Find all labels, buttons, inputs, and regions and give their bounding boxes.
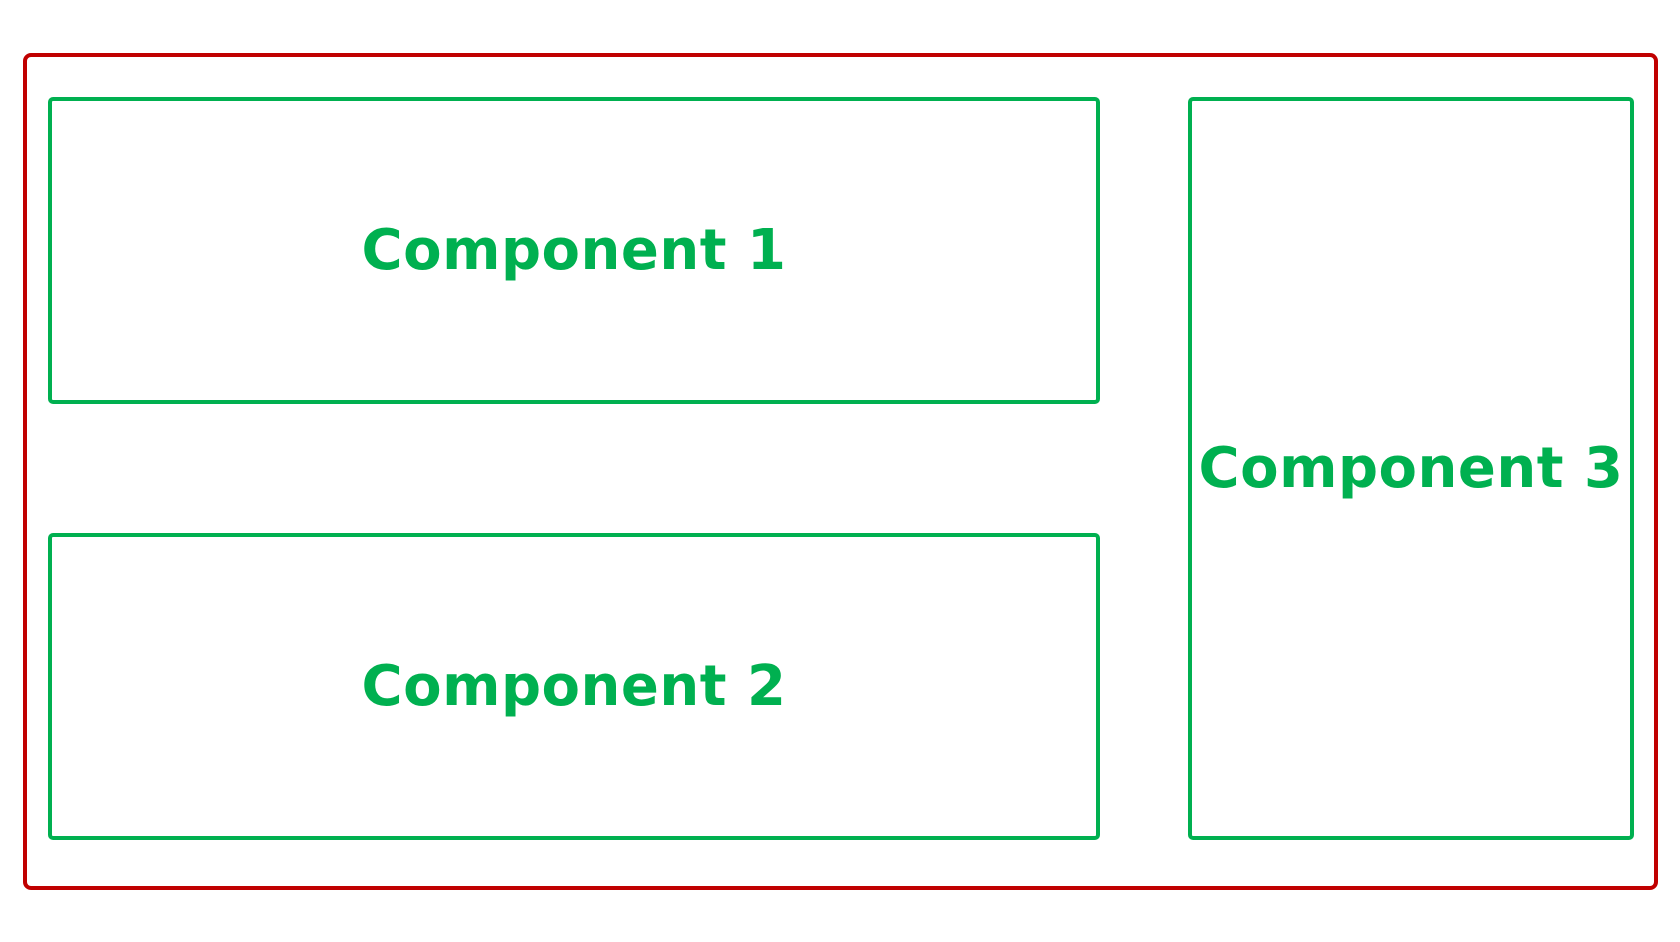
component-2-box: Component 2 (48, 533, 1100, 840)
component-3-label: Component 3 (1198, 436, 1624, 501)
component-3-box: Component 3 (1188, 97, 1634, 840)
component-1-box: Component 1 (48, 97, 1100, 404)
component-1-label: Component 1 (361, 218, 787, 283)
component-2-label: Component 2 (361, 654, 787, 719)
